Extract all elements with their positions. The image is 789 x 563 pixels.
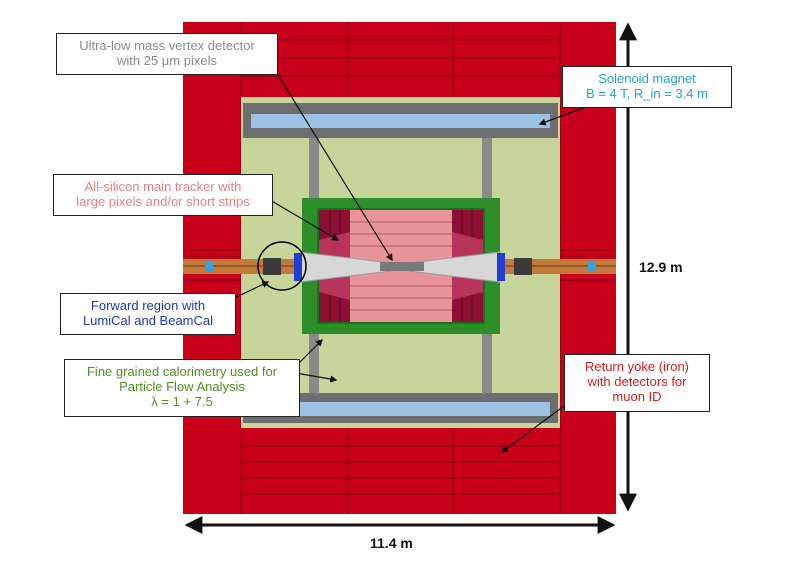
tracker-pointer [269,199,340,241]
return-yoke-callout: Return yoke (iron) with detectors for mu… [564,354,710,412]
calorimetry-label-line2: Particle Flow Analysis [119,379,245,394]
yoke-top [241,22,560,97]
solenoid-label-line1: Solenoid magnet [598,71,696,86]
solenoid-top-coil [251,114,550,128]
height-dimension-label: 12.9 m [639,259,683,275]
tracker-label-line2: large pixels and/or short strips [76,194,250,209]
width-dimension-label: 11.4 m [370,535,413,551]
lumical-left [294,253,302,281]
solenoid-bottom-coil [251,402,550,416]
yoke-pointer [500,402,569,453]
solenoid-callout: Solenoid magnet B = 4 T, R_in = 3.4 m [562,66,732,108]
tracker-callout: All-silicon main tracker with large pixe… [53,174,273,216]
lumical-right [497,253,505,281]
vertex-detector-callout: Ultra-low mass vertex detector with 25 μ… [56,33,278,75]
calorimetry-callout: Fine grained calorimetry used for Partic… [64,359,300,417]
yoke-label-line3: muon ID [612,389,662,404]
solenoid-label-line2: B = 4 T, R_in = 3.4 m [586,86,708,101]
vertex-label-line1: Ultra-low mass vertex detector [79,38,255,53]
vertex-label-line2: with 25 μm pixels [117,53,217,68]
beam-line [183,251,616,283]
tracker-label-line1: All-silicon main tracker with [84,179,242,194]
forward-label-line1: Forward region with [90,298,206,313]
forward-pointer [229,281,270,301]
forward-label-line2: LumiCal and BeamCal [82,313,214,328]
calorimetry-label-line3: λ = 1 + 7.5 [151,394,213,409]
yoke-bottom [241,428,560,514]
yoke-label-line1: Return yoke (iron) [584,359,690,374]
forward-region-highlight [257,241,307,291]
vertex-pointer [274,69,393,262]
yoke-label-line2: with detectors for [587,374,687,389]
calorimetry-label-line1: Fine grained calorimetry used for [86,364,278,379]
forward-region-callout: Forward region with LumiCal and BeamCal [60,293,236,335]
